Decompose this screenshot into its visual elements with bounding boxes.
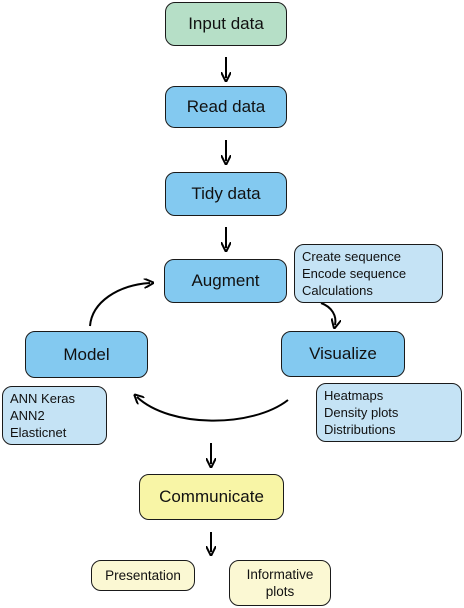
note-augment-line-3: Calculations: [302, 283, 373, 298]
note-visualize: Heatmaps Density plots Distributions: [316, 383, 462, 442]
node-tidy-data: Tidy data: [165, 172, 287, 216]
node-augment: Augment: [164, 259, 287, 303]
node-visualize: Visualize: [281, 331, 405, 377]
note-augment: Create sequence Encode sequence Calculat…: [294, 244, 443, 303]
output-informative-plots: Informative plots: [229, 560, 331, 606]
note-visualize-line-1: Heatmaps: [324, 388, 384, 403]
note-model-line-3: Elasticnet: [10, 425, 67, 440]
arrow-visualize-to-model: [137, 397, 289, 422]
note-augment-line-1: Create sequence: [302, 249, 402, 264]
output-informative-plots-line-1: Informative: [246, 567, 314, 582]
node-model: Model: [25, 331, 148, 378]
output-informative-plots-line-2: plots: [265, 584, 295, 599]
note-visualize-line-2: Density plots: [324, 405, 399, 420]
arrow-augment-to-visualize: [320, 302, 335, 325]
node-communicate: Communicate: [139, 474, 284, 520]
note-augment-line-2: Encode sequence: [302, 266, 407, 281]
note-model-line-1: ANN Keras: [10, 391, 76, 406]
note-model: ANN Keras ANN2 Elasticnet: [2, 386, 107, 445]
note-model-line-2: ANN2: [10, 408, 45, 423]
node-read-data: Read data: [165, 86, 287, 128]
note-visualize-line-3: Distributions: [324, 422, 396, 437]
node-input-data: Input data: [165, 2, 287, 46]
arrow-model-to-augment: [89, 283, 150, 327]
output-presentation: Presentation: [91, 560, 195, 591]
